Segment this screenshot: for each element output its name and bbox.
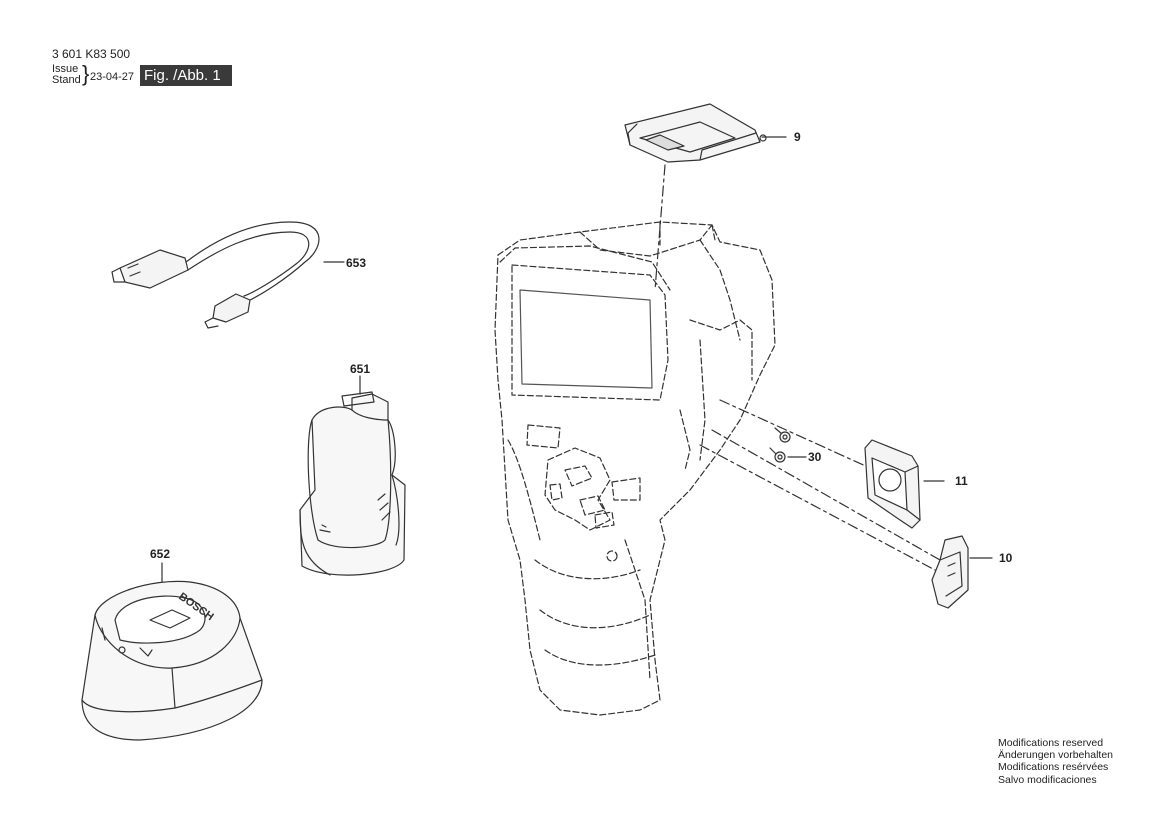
issue-label: Issue xyxy=(52,63,79,75)
part-9-cover-clip xyxy=(624,103,787,163)
footer-line-es: Salvo modificaciones xyxy=(998,773,1097,786)
stand-label: Stand xyxy=(52,74,81,86)
callout-30: 30 xyxy=(808,450,822,464)
footer-line-fr: Modifications resérvées xyxy=(998,761,1109,774)
callout-11: 11 xyxy=(955,474,968,488)
footer-line-de: Änderungen vorbehalten xyxy=(998,749,1114,762)
callout-9: 9 xyxy=(794,130,801,144)
callout-10: 10 xyxy=(999,551,1013,565)
figure-label: Fig. /Abb. 1 xyxy=(140,65,232,86)
part-652-charger: BOSCH xyxy=(81,562,263,741)
callout-652: 652 xyxy=(150,547,171,561)
modifications-note: Modifications reserved Änderungen vorbeh… xyxy=(998,737,1113,786)
part-number: 3 601 K83 500 xyxy=(52,47,131,61)
footer-line-en: Modifications reserved xyxy=(998,737,1104,749)
part-651-battery-pack xyxy=(299,375,406,576)
callout-651: 651 xyxy=(350,362,371,376)
part-11-compartment-frame xyxy=(864,439,945,529)
part-30-screws xyxy=(769,427,807,463)
issue-date: 23-04-27 xyxy=(90,71,135,83)
brace-glyph: } xyxy=(82,61,90,86)
callout-653: 653 xyxy=(346,256,367,270)
part-653-usb-cable xyxy=(111,221,345,329)
issue-stand-label: Issue Stand xyxy=(52,64,81,86)
part-10-latch xyxy=(931,535,993,609)
device-housing xyxy=(494,221,776,716)
